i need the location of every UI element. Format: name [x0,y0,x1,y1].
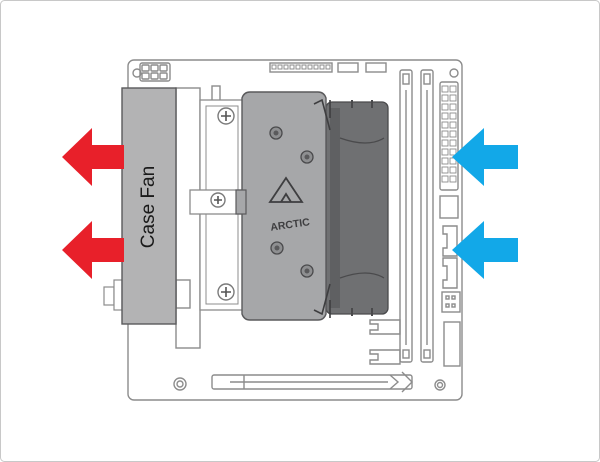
arrow-left-icon [62,128,124,186]
brand-label: ARCTIC [270,216,311,233]
case-fan-body [121,87,177,325]
cooler-shroud [241,91,327,321]
usb-header [441,291,461,313]
arrow-left-icon [452,128,518,186]
ram-slot [399,69,413,363]
bracket-screw [210,192,226,208]
mount-hole [176,380,184,388]
mount-hole [132,68,142,78]
ram-slot [420,69,434,363]
small-header [337,62,359,73]
top-header [269,62,333,73]
case-fan: Case Fan [103,87,177,325]
mount-hole [436,381,444,389]
intake-arrows [452,128,518,279]
header-pins [271,64,331,70]
mount-hole [173,377,187,391]
bracket-screw [217,107,235,125]
cpu-power-connector [139,62,171,82]
front-panel-header [443,321,461,367]
sata-port [442,257,458,289]
case-fan-label: Case Fan [138,166,159,248]
arrow-left-icon [62,221,124,279]
mount-hole [449,68,459,78]
sata-port [442,225,458,257]
atx-power-connector [439,81,459,191]
bracket-screw [217,283,235,301]
sata-port [369,319,401,335]
arctic-logo-icon [268,176,304,203]
fan-clip [313,98,331,318]
shroud-screw [269,126,283,140]
shroud-screw [300,150,314,164]
cpu-cooler: ARCTIC [189,91,389,321]
sata-port [369,349,401,365]
mount-hole [434,379,446,391]
shroud-screw [270,241,284,255]
arrow-left-icon [452,221,518,279]
small-header [365,62,387,73]
shroud-screw [300,264,314,278]
fan-header [439,195,459,219]
exhaust-arrows [62,128,124,279]
